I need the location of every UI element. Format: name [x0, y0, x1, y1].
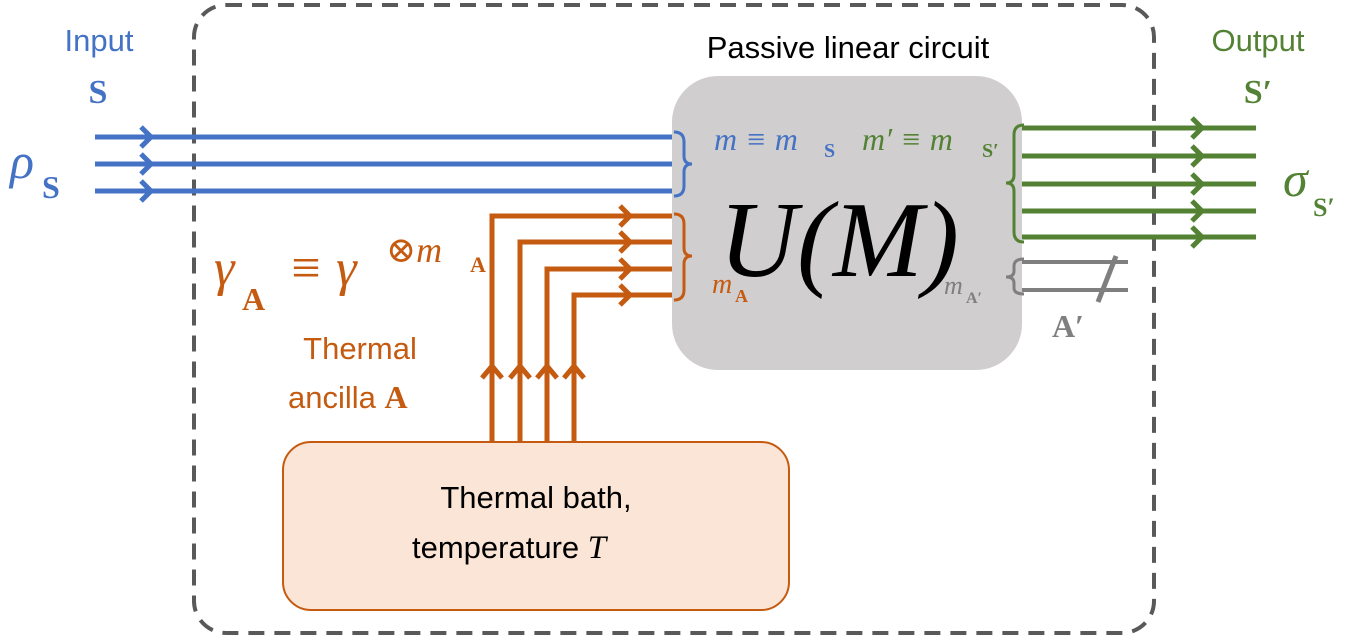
output-state: σ S′ [1283, 151, 1335, 222]
input-mode-count: m ≡ m S [714, 121, 835, 162]
ancilla-caption-line1: Thermal [303, 331, 417, 366]
input-arrows [139, 125, 155, 203]
discard-slash [1095, 255, 1119, 303]
discarded-mode-count: m A′ [944, 271, 982, 307]
output-wires [1022, 125, 1256, 240]
dashed-frame [192, 3, 1156, 635]
circuit-box [672, 76, 1022, 370]
output-brace [1005, 123, 1025, 244]
ancilla-brace [673, 212, 693, 302]
discarded-brace [1005, 257, 1025, 296]
input-wires [95, 134, 673, 194]
ancilla-caption-line2: ancilla A [288, 379, 408, 415]
input-brace [673, 130, 693, 198]
ancilla-wires [489, 213, 673, 442]
discarded-label: A′ [1052, 308, 1084, 344]
ancilla-wire [517, 239, 673, 442]
unitary-label: U(M) [719, 181, 959, 300]
thermal-bath-box [282, 441, 790, 611]
ancilla-mode-count: m A [712, 269, 748, 306]
input-state: ρ S [8, 133, 60, 205]
bath-line1: Thermal bath, [440, 480, 631, 515]
output-arrows [1190, 116, 1206, 249]
input-label: S [89, 74, 108, 111]
bath-line2: temperature T [412, 530, 609, 566]
input-title: Input [65, 23, 134, 58]
ancilla-right-arrows [618, 204, 634, 307]
ancilla-up-arrows [480, 362, 586, 380]
output-title: Output [1211, 23, 1304, 58]
discarded-wires [1022, 260, 1128, 292]
output-mode-count: m′ ≡ m S′ [862, 121, 999, 162]
ancilla-wire [571, 292, 673, 442]
circuit-title: Passive linear circuit [707, 30, 990, 65]
output-label: S′ [1244, 74, 1272, 111]
ancilla-state: γ A ≡ γ ⊗m A [214, 230, 486, 317]
